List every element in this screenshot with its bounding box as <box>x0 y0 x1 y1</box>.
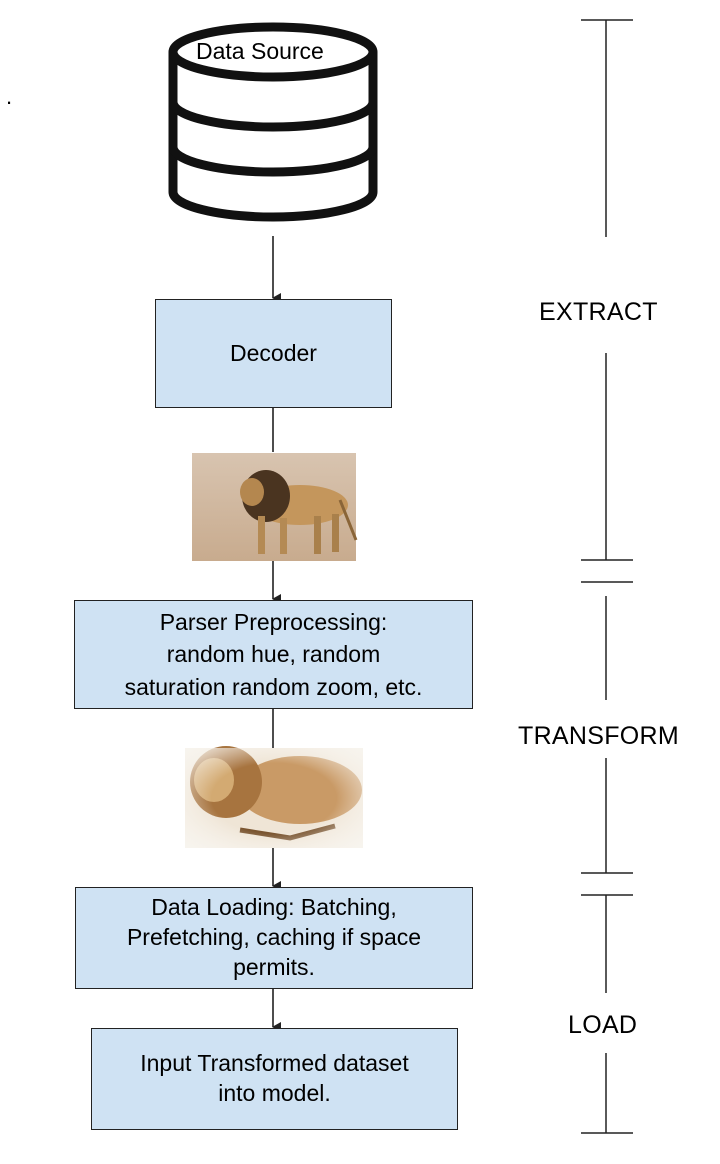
decoder-box: Decoder <box>155 299 392 408</box>
lion-photo <box>192 453 358 561</box>
data-source-label: Data Source <box>196 38 324 64</box>
parser-preprocessing-label: Parser Preprocessing: random hue, random… <box>124 609 423 700</box>
data-loading-label: Data Loading: Batching, Prefetching, cac… <box>126 894 422 980</box>
input-model-label: Input Transformed dataset into model. <box>140 1050 409 1106</box>
stage-extract: EXTRACT <box>539 298 658 326</box>
stage-transform: TRANSFORM <box>518 722 680 750</box>
stage-brackets <box>581 19 633 1134</box>
stray-dot: . <box>6 84 13 109</box>
parser-preprocessing-box: Parser Preprocessing: random hue, random… <box>74 600 473 709</box>
stage-load: LOAD <box>568 1011 638 1039</box>
input-model-box: Input Transformed dataset into model. <box>91 1028 458 1130</box>
data-loading-box: Data Loading: Batching, Prefetching, cac… <box>75 887 473 989</box>
decoder-label: Decoder <box>230 340 317 367</box>
database-icon <box>168 22 378 222</box>
augmented-lion-photo <box>185 746 363 848</box>
